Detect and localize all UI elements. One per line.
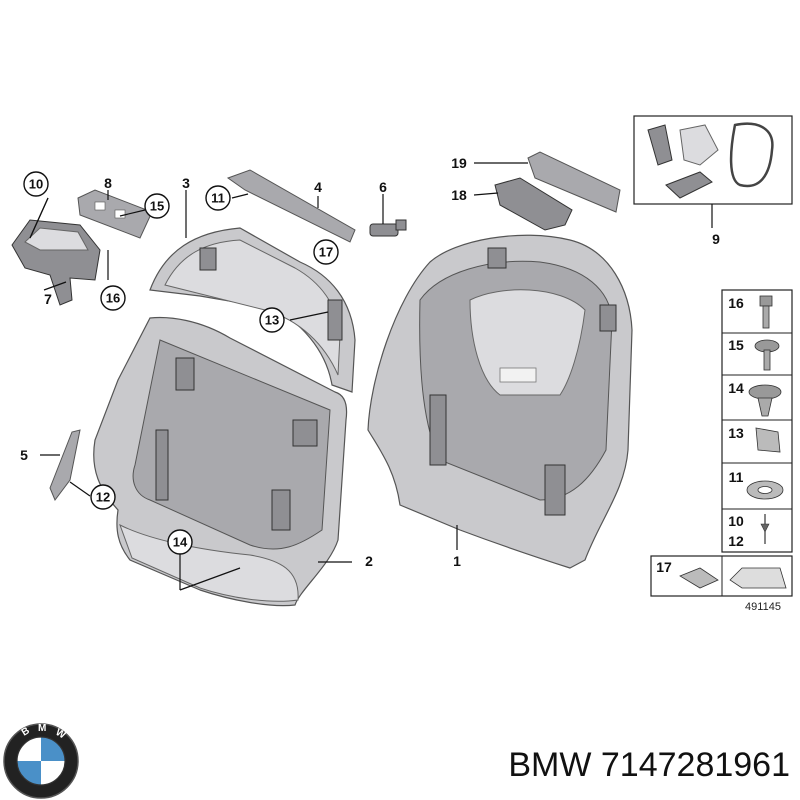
svg-text:16: 16 bbox=[106, 291, 120, 306]
callout-7: 7 bbox=[44, 291, 52, 307]
reference-number: 491145 bbox=[745, 601, 781, 613]
kit-label-17: 17 bbox=[656, 559, 672, 575]
callout-14: 14 bbox=[167, 529, 193, 555]
screw-icon bbox=[759, 295, 773, 329]
part-9-kit-box bbox=[633, 115, 793, 228]
part-2-seatback-panel bbox=[93, 316, 348, 607]
callout-1: 1 bbox=[453, 553, 461, 569]
svg-text:10: 10 bbox=[29, 177, 43, 192]
part-8-plate bbox=[77, 189, 153, 239]
callout-6: 6 bbox=[379, 179, 387, 195]
svg-text:11: 11 bbox=[211, 191, 225, 206]
sidebar-label-15: 15 bbox=[728, 337, 744, 353]
fastener-sidebar: 16 15 14 13 11 10 12 bbox=[721, 289, 793, 553]
svg-text:B: B bbox=[20, 725, 32, 738]
svg-text:14: 14 bbox=[173, 535, 188, 550]
part-5-side-trim bbox=[49, 429, 81, 501]
part-1-seatback-assembly bbox=[367, 234, 633, 569]
callout-19: 19 bbox=[451, 155, 467, 171]
part-18-handle-mechanism bbox=[494, 177, 573, 231]
sidebar-label-12: 12 bbox=[728, 533, 744, 549]
part-4-trim-strip bbox=[226, 169, 356, 243]
svg-text:15: 15 bbox=[150, 199, 164, 214]
callout-2: 2 bbox=[365, 553, 373, 569]
callout-18: 18 bbox=[451, 187, 467, 203]
callout-16: 16 bbox=[100, 285, 126, 311]
svg-text:13: 13 bbox=[265, 313, 279, 328]
callout-9: 9 bbox=[712, 231, 720, 247]
callout-12: 12 bbox=[90, 484, 116, 510]
bmw-logo: B M W bbox=[3, 723, 79, 799]
callout-3: 3 bbox=[182, 175, 190, 191]
callout-13: 13 bbox=[259, 307, 285, 333]
clip-nut-icon bbox=[755, 427, 781, 453]
sidebar-label-14: 14 bbox=[728, 380, 744, 396]
callout-17: 17 bbox=[313, 239, 339, 265]
svg-text:M: M bbox=[38, 723, 46, 734]
callout-15: 15 bbox=[144, 193, 170, 219]
callout-10: 10 bbox=[23, 171, 49, 197]
leader-lines bbox=[29, 162, 528, 591]
part-19-handle-cover bbox=[527, 151, 621, 213]
star-washer-icon bbox=[746, 480, 784, 500]
clip-arrow-icon bbox=[679, 567, 787, 589]
part-6-connector bbox=[369, 219, 407, 237]
expanding-rivet-icon bbox=[748, 384, 782, 417]
sidebar-label-13: 13 bbox=[728, 425, 744, 441]
callout-8: 8 bbox=[104, 175, 112, 191]
callout-4: 4 bbox=[314, 179, 322, 195]
part-17-kit-box: 17 bbox=[650, 555, 793, 597]
sidebar-label-11: 11 bbox=[729, 469, 744, 485]
svg-text:12: 12 bbox=[96, 490, 110, 505]
pan-head-screw-icon bbox=[754, 339, 780, 371]
part-3-upper-shell bbox=[149, 227, 356, 393]
part-number-title: BMW 7147281961 bbox=[508, 746, 790, 784]
pin-icon bbox=[760, 514, 770, 544]
callout-11: 11 bbox=[205, 185, 231, 211]
part-7-bracket bbox=[11, 219, 101, 306]
svg-text:17: 17 bbox=[319, 245, 333, 260]
callout-5: 5 bbox=[20, 447, 28, 463]
sidebar-label-10: 10 bbox=[728, 513, 744, 529]
sidebar-label-16: 16 bbox=[728, 295, 744, 311]
